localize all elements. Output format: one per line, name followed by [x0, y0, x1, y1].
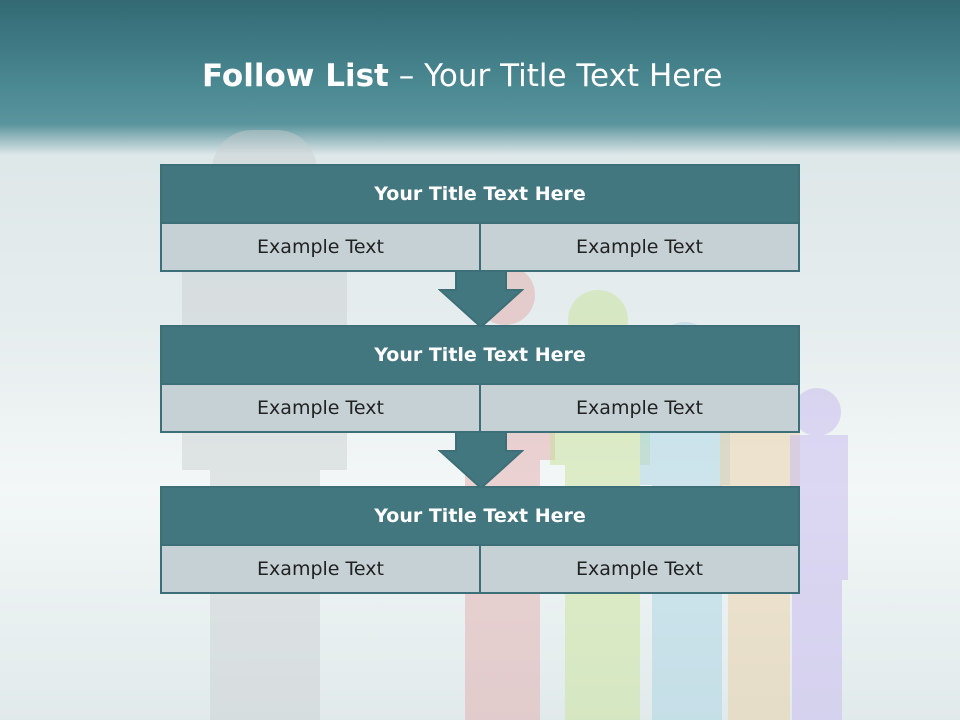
list-block-1: Your Title Text Here Example Text Exampl… [160, 164, 800, 272]
block-cell-right: Example Text [479, 546, 798, 592]
block-title: Your Title Text Here [162, 488, 798, 546]
block-cell-right: Example Text [479, 385, 798, 431]
slide-title: Follow List – Your Title Text Here [202, 52, 722, 100]
list-block-2: Your Title Text Here Example Text Exampl… [160, 325, 800, 433]
block-row: Example Text Example Text [162, 224, 798, 270]
block-cell-right: Example Text [479, 224, 798, 270]
purple-figure [790, 388, 848, 720]
title-bar [0, 0, 960, 155]
block-cell-left: Example Text [257, 397, 384, 419]
block-cell-left: Example Text [257, 236, 384, 258]
block-title: Your Title Text Here [162, 166, 798, 224]
down-arrow-icon [438, 268, 524, 328]
block-row: Example Text Example Text [162, 385, 798, 431]
down-arrow-icon [438, 429, 524, 489]
block-cell-left: Example Text [257, 558, 384, 580]
block-title: Your Title Text Here [162, 327, 798, 385]
slide-title-rest: – Your Title Text Here [388, 58, 723, 94]
list-block-3: Your Title Text Here Example Text Exampl… [160, 486, 800, 594]
block-row: Example Text Example Text [162, 546, 798, 592]
slide-title-bold: Follow List [202, 58, 389, 94]
